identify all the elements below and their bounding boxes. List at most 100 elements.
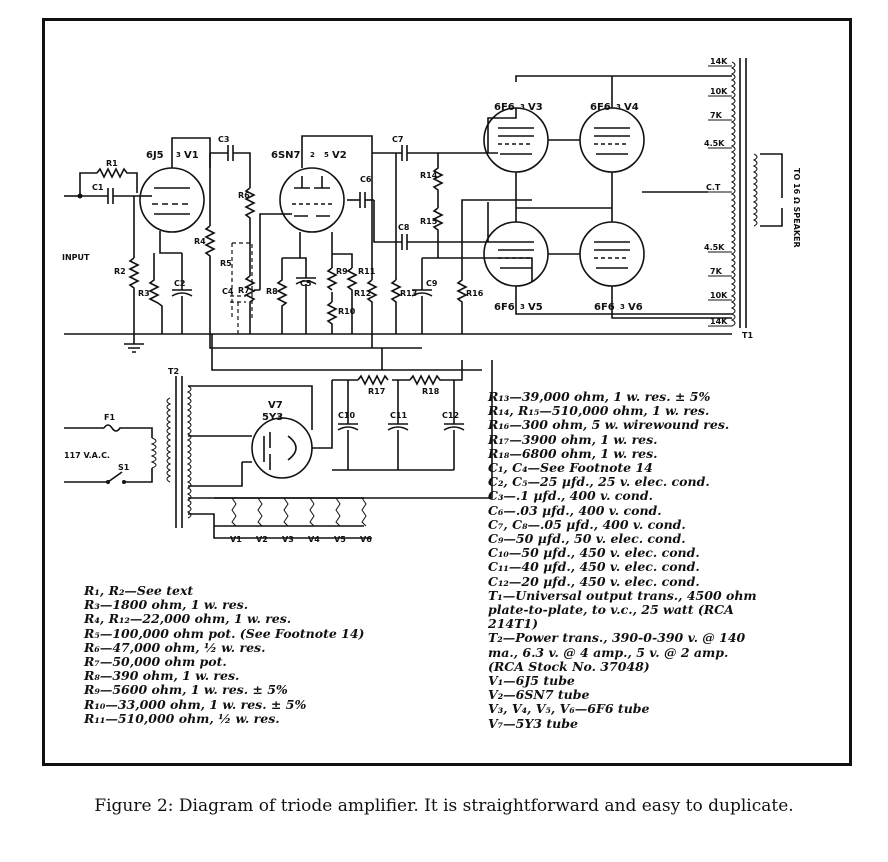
svg-text:6SN7: 6SN7 — [271, 150, 301, 161]
c9-capacitor — [411, 289, 433, 297]
svg-text:R12: R12 — [354, 289, 371, 298]
svg-text:10K: 10K — [710, 87, 728, 96]
svg-text:C2: C2 — [174, 279, 185, 288]
parts-list-item: ma., 6.3 v. @ 4 amp., 5 v. @ 2 amp. — [488, 644, 729, 660]
svg-text:R17: R17 — [368, 387, 385, 396]
parts-list-item: R₁₄, R₁₅—510,000 ohm, 1 w. res. — [488, 403, 710, 419]
parts-list-item: R₁₇—3900 ohm, 1 w. res. — [488, 431, 658, 447]
power-transformer-t2: T2 — [166, 367, 192, 528]
speaker-label: TO 16 Ω SPEAKER — [792, 168, 801, 248]
svg-text:V3: V3 — [528, 102, 543, 113]
figure-caption: Figure 2: Diagram of triode amplifier. I… — [94, 796, 794, 816]
svg-text:6F6: 6F6 — [590, 102, 611, 113]
parts-list-item: R₅—100,000 ohm pot. (See Footnote 14) — [84, 625, 365, 641]
svg-text:2: 2 — [310, 151, 315, 159]
svg-text:R4: R4 — [194, 237, 206, 246]
r9-resistor — [326, 267, 338, 291]
svg-text:C10: C10 — [338, 411, 355, 420]
c7-capacitor — [401, 145, 408, 161]
svg-text:C5: C5 — [300, 279, 312, 288]
svg-text:C1: C1 — [92, 183, 104, 192]
parts-list-item: 214T1) — [488, 616, 539, 632]
parts-list-item: R₉—5600 ohm, 1 w. res. ± 5% — [84, 682, 288, 698]
r18-resistor — [409, 360, 463, 386]
input-label: INPUT — [62, 253, 90, 262]
svg-text:4.5K: 4.5K — [704, 243, 725, 252]
svg-text:C12: C12 — [442, 411, 459, 420]
parts-list-left: R₁, R₂—See text R₃—1800 ohm, 1 w. res. R… — [84, 583, 365, 726]
v4-tube: 6F6 3 V4 — [579, 102, 645, 173]
output-transformer-t1: T1 — [730, 58, 783, 340]
svg-text:14K: 14K — [710, 317, 728, 326]
c10-capacitor — [337, 423, 359, 431]
parts-list-item: C₁₁—40 µfd., 450 v. elec. cond. — [488, 559, 700, 575]
svg-text:C11: C11 — [390, 411, 407, 420]
c6-capacitor — [359, 192, 366, 208]
parts-list-item: R₁₃—39,000 ohm, 1 w. res. ± 5% — [488, 389, 711, 404]
svg-text:V2: V2 — [332, 150, 347, 161]
parts-list-item: C₁, C₄—See Footnote 14 — [488, 460, 653, 476]
svg-text:R1: R1 — [106, 159, 118, 168]
svg-text:R8: R8 — [266, 287, 278, 296]
svg-text:V7: V7 — [268, 400, 283, 411]
c5-capacitor — [295, 277, 317, 285]
r2-resistor — [128, 257, 140, 334]
svg-text:6F6: 6F6 — [494, 302, 515, 313]
parts-list-right: R₁₃—39,000 ohm, 1 w. res. ± 5% R₁₄, R₁₅—… — [488, 389, 757, 731]
svg-text:R6: R6 — [238, 191, 250, 200]
svg-text:T2: T2 — [168, 367, 179, 376]
ground-symbol — [124, 334, 144, 353]
svg-text:R15: R15 — [420, 217, 438, 226]
parts-list-item: R₁, R₂—See text — [84, 583, 194, 598]
c11-capacitor — [387, 423, 409, 431]
svg-text:R13: R13 — [400, 289, 417, 298]
svg-text:C.T: C.T — [706, 183, 721, 192]
svg-text:C6: C6 — [360, 175, 372, 184]
svg-text:10K: 10K — [710, 291, 728, 300]
svg-text:5: 5 — [324, 151, 329, 159]
svg-text:C9: C9 — [426, 279, 438, 288]
parts-list-item: C₇, C₈—.05 µfd., 400 v. cond. — [488, 516, 686, 532]
parts-list-item: (RCA Stock No. 37048) — [488, 658, 650, 674]
parts-list-item: T₁—Universal output trans., 4500 ohm — [488, 587, 757, 603]
parts-list-item: C₁₀—50 µfd., 450 v. elec. cond. — [488, 545, 700, 561]
parts-list-item: C₂, C₅—25 µfd., 25 v. elec. cond. — [488, 474, 710, 490]
svg-text:3: 3 — [520, 303, 525, 311]
parts-list-item: R₁₈—6800 ohm, 1 w. res. — [488, 445, 658, 461]
parts-list-item: V₁—6J5 tube — [488, 673, 575, 689]
svg-text:R2: R2 — [114, 267, 126, 276]
parts-list-item: C₆—.03 µfd., 400 v. cond. — [488, 502, 662, 518]
r12-resistor — [366, 279, 378, 348]
svg-text:V3: V3 — [282, 535, 294, 544]
svg-text:6F6: 6F6 — [594, 302, 615, 313]
r3-resistor — [148, 253, 163, 334]
parts-list-item: C₃—.1 µfd., 400 v. cond. — [488, 488, 653, 504]
c3-capacitor — [227, 145, 234, 161]
svg-text:R14: R14 — [420, 171, 438, 180]
svg-text:C7: C7 — [392, 135, 403, 144]
svg-text:R18: R18 — [422, 387, 440, 396]
svg-text:C4: C4 — [222, 287, 234, 296]
svg-text:V2: V2 — [256, 535, 268, 544]
svg-text:V6: V6 — [360, 535, 372, 544]
svg-text:5Y3: 5Y3 — [262, 412, 283, 423]
c8-capacitor — [401, 234, 408, 250]
svg-text:V4: V4 — [624, 102, 639, 113]
c4-capacitor-dashed — [230, 295, 246, 334]
svg-text:R10: R10 — [338, 307, 356, 316]
r13-resistor — [390, 279, 402, 334]
svg-text:6J5: 6J5 — [146, 150, 164, 161]
svg-text:R11: R11 — [358, 267, 376, 276]
svg-text:R9: R9 — [336, 267, 348, 276]
v2-tube: 6SN7 2 5 V2 — [271, 150, 347, 233]
svg-text:S1: S1 — [118, 463, 130, 472]
parts-list-item: R₇—50,000 ohm pot. — [84, 654, 227, 670]
r17-resistor — [357, 374, 389, 386]
r15-resistor — [432, 207, 444, 242]
f1-fuse — [103, 424, 153, 438]
svg-text:V1: V1 — [184, 150, 199, 161]
parts-list-item: R₁₀—33,000 ohm, 1 w. res. ± 5% — [84, 696, 307, 712]
parts-list-item: V₂—6SN7 tube — [488, 687, 590, 703]
parts-list-item: V₇—5Y3 tube — [488, 715, 578, 731]
